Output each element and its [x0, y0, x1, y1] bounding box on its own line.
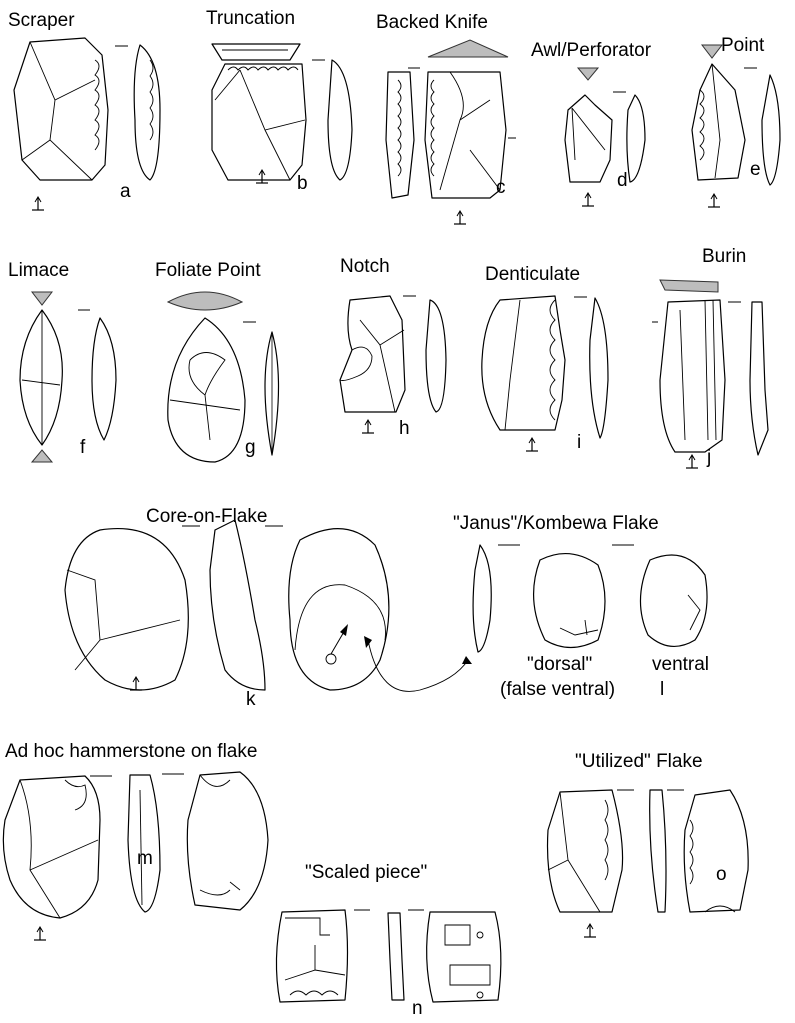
limace-figure: Limace f: [8, 260, 117, 463]
utilized-flake-letter: o: [716, 864, 727, 885]
foliate-point-letter: g: [245, 437, 256, 458]
scaled-piece-title: "Scaled piece": [305, 862, 427, 883]
core-on-flake-figure: Core-on-Flake k: [64, 506, 472, 710]
awl-letter: d: [617, 170, 628, 191]
scaled-piece-letter: n: [412, 998, 423, 1019]
janus-false-ventral-caption: (false ventral): [500, 679, 615, 700]
core-on-flake-title: Core-on-Flake: [146, 506, 267, 527]
hammerstone-letter: m: [137, 848, 153, 869]
scaled-piece-figure: "Scaled piece" n: [275, 862, 502, 1019]
notch-letter: h: [399, 418, 410, 439]
foliate-point-figure: Foliate Point g: [155, 260, 280, 463]
backed-knife-figure: Backed Knife c: [376, 12, 516, 225]
janus-flake-title: "Janus"/Kombewa Flake: [453, 513, 659, 534]
truncation-letter: b: [297, 173, 308, 194]
truncation-figure: Truncation b: [206, 8, 353, 194]
janus-flake-figure: "Janus"/Kombewa Flake "dorsal" (false ve…: [453, 513, 709, 700]
burin-title: Burin: [702, 246, 746, 267]
notch-title: Notch: [340, 256, 390, 277]
scraper-title: Scraper: [8, 10, 75, 31]
point-letter: e: [750, 159, 761, 180]
point-title: Point: [721, 35, 765, 56]
burin-letter: j: [706, 447, 711, 468]
hammerstone-title: Ad hoc hammerstone on flake: [5, 741, 257, 762]
burin-figure: Burin j: [652, 246, 769, 469]
scraper-letter: a: [120, 181, 131, 202]
awl-title: Awl/Perforator: [531, 40, 652, 61]
limace-title: Limace: [8, 260, 69, 281]
scraper-figure: Scraper a: [8, 10, 161, 211]
janus-flake-letter: l: [660, 679, 664, 700]
backed-knife-title: Backed Knife: [376, 12, 488, 33]
backed-knife-letter: c: [496, 177, 506, 198]
truncation-title: Truncation: [206, 8, 295, 29]
core-on-flake-letter: k: [246, 689, 256, 710]
utilized-flake-figure: "Utilized" Flake o: [546, 751, 749, 938]
utilized-flake-title: "Utilized" Flake: [575, 751, 703, 772]
janus-ventral-caption: ventral: [652, 654, 709, 675]
foliate-point-title: Foliate Point: [155, 260, 261, 281]
awl-figure: Awl/Perforator d: [531, 40, 652, 207]
denticulate-figure: Denticulate i: [481, 264, 609, 453]
limace-letter: f: [80, 437, 86, 458]
notch-figure: Notch h: [339, 256, 447, 439]
hammerstone-figure: Ad hoc hammerstone on flake m: [2, 741, 269, 941]
janus-dorsal-caption: "dorsal": [527, 654, 592, 675]
point-figure: Point e: [691, 35, 781, 208]
denticulate-letter: i: [577, 432, 581, 453]
denticulate-title: Denticulate: [485, 264, 580, 285]
